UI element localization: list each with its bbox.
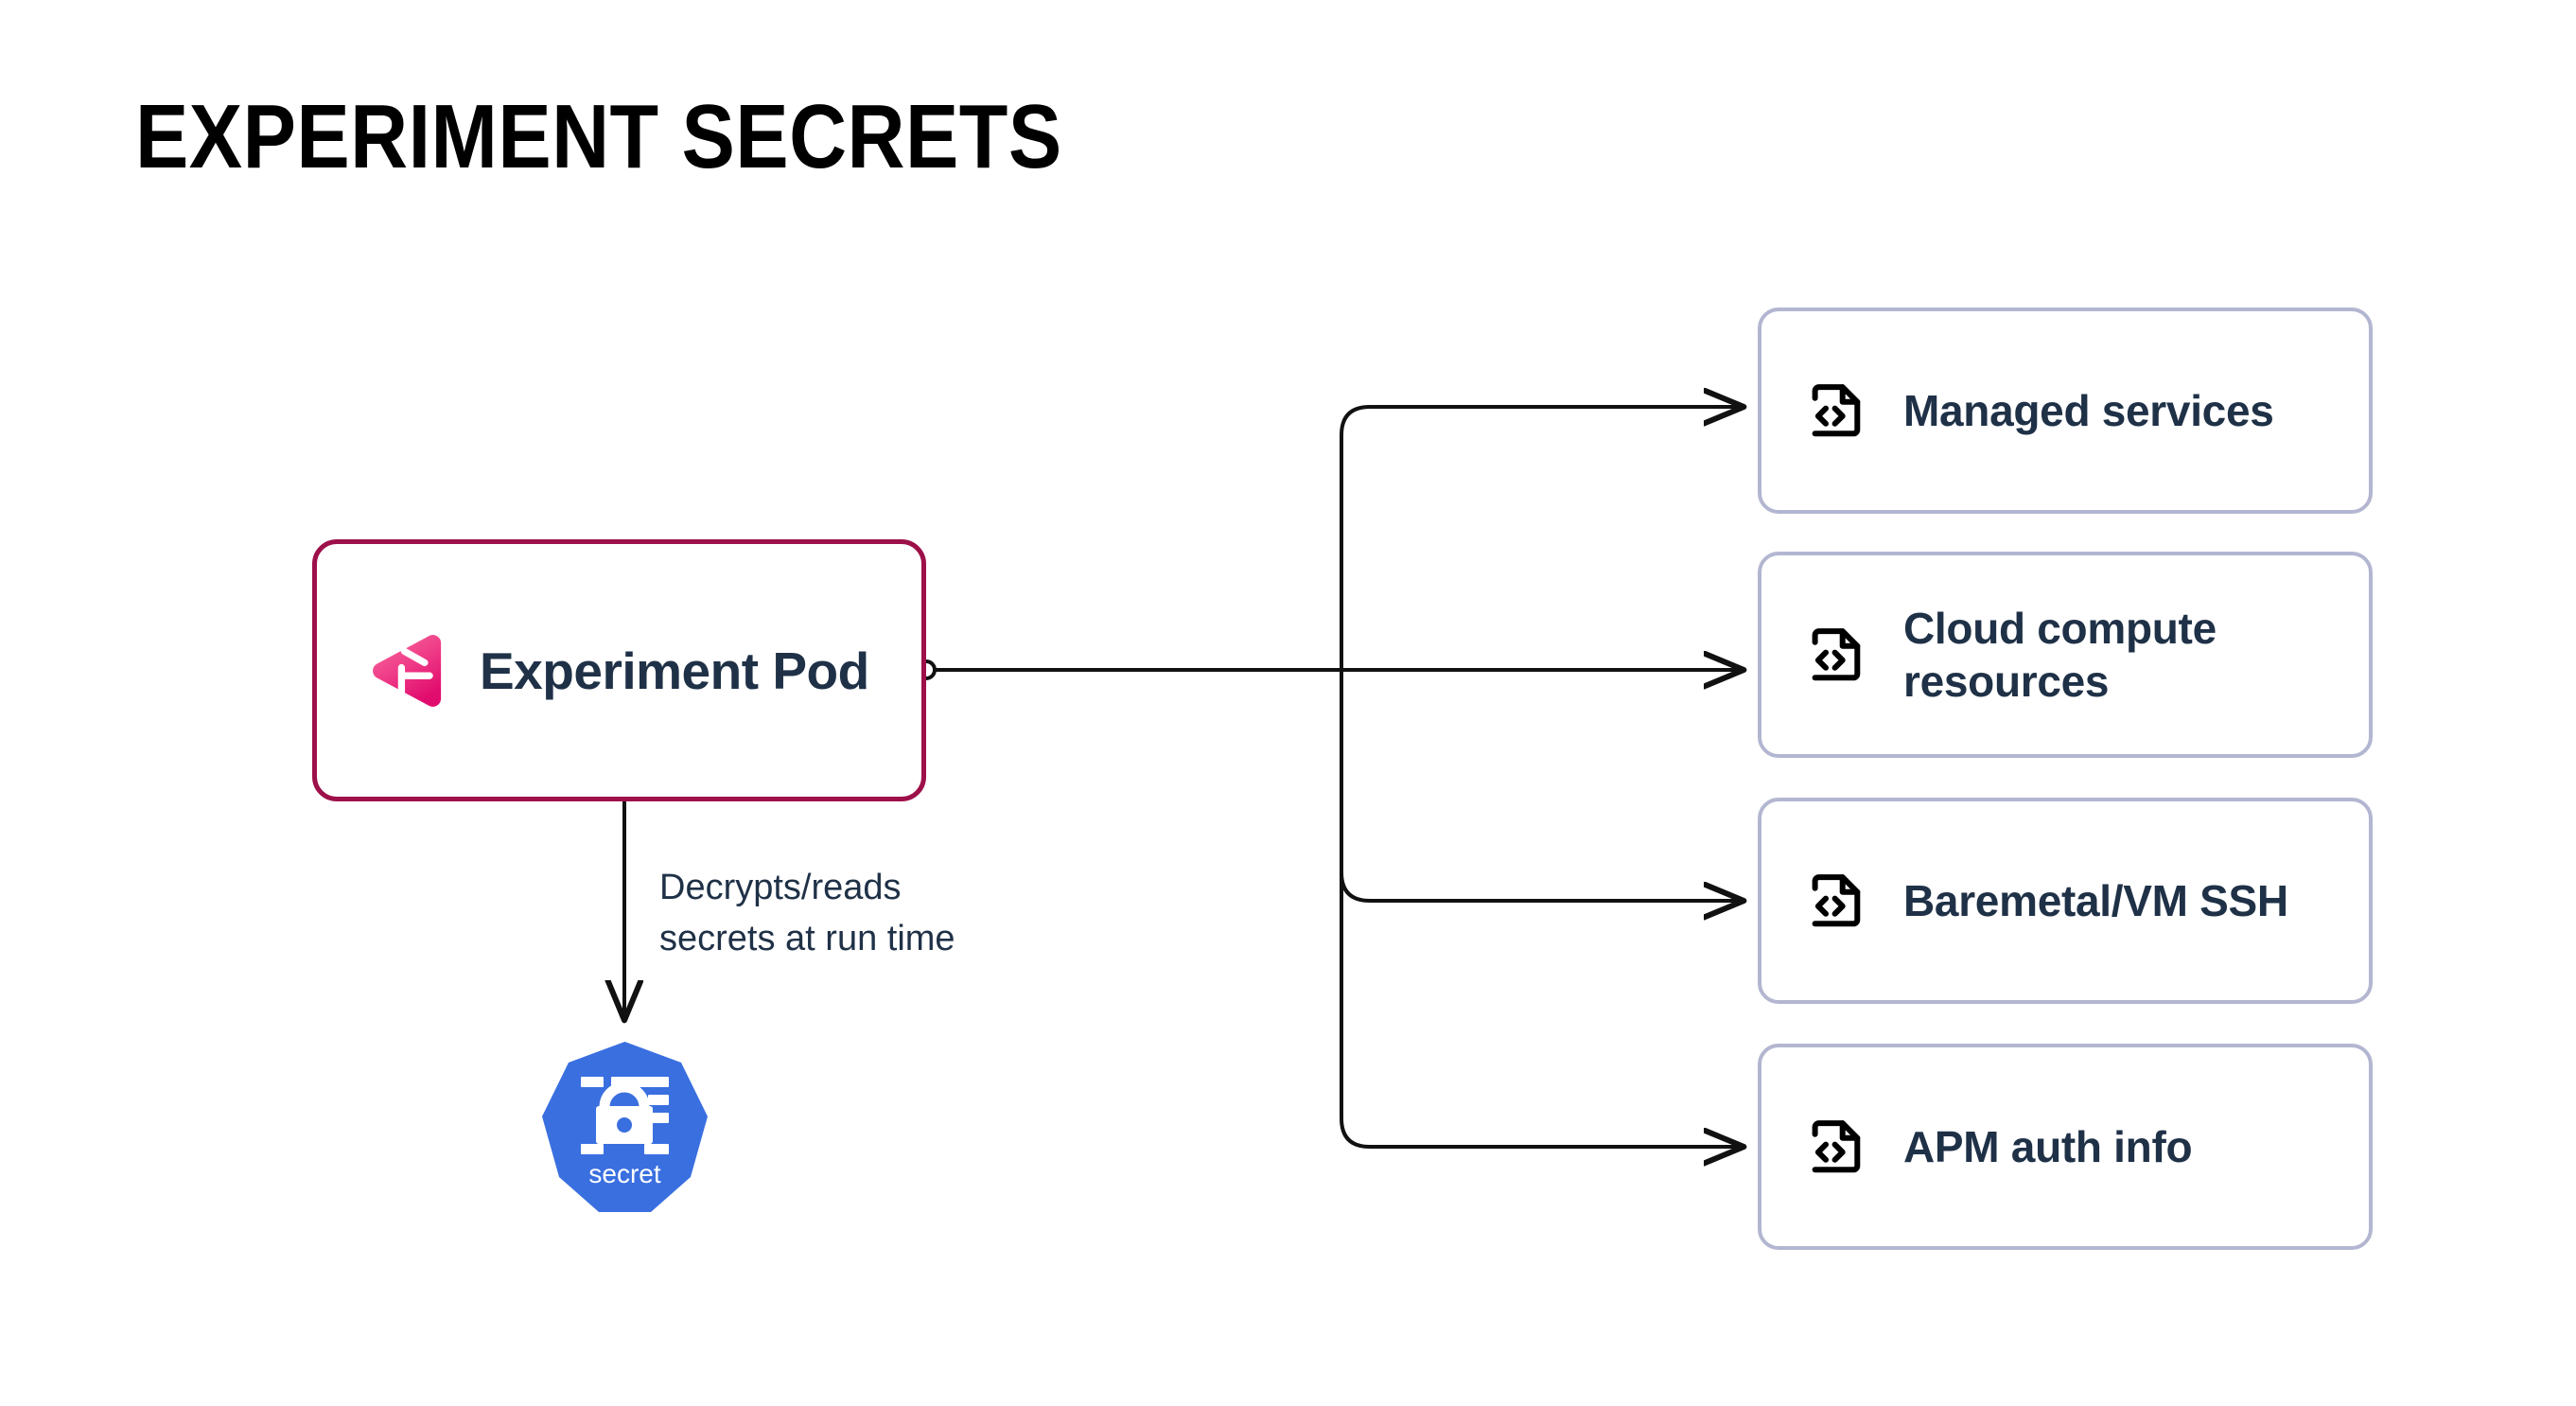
- connector-branch-managed-services: [1340, 407, 1744, 672]
- target-card-label: APM auth info: [1903, 1121, 2193, 1171]
- kubernetes-secret-icon: secret: [542, 1042, 708, 1212]
- target-card-apm-auth-info[interactable]: APM auth info: [1758, 1044, 2373, 1250]
- experiment-pod-node[interactable]: Experiment Pod: [312, 539, 926, 801]
- target-card-baremetal-vm-ssh[interactable]: Baremetal/VM SSH: [1758, 798, 2373, 1004]
- kubernetes-secret-node[interactable]: secret: [537, 1039, 712, 1219]
- connector-branch-apm-auth: [1340, 668, 1744, 1147]
- secret-label: secret: [588, 1159, 660, 1188]
- code-file-icon: [1812, 384, 1861, 437]
- decrypt-annotation-line-2: secrets at run time: [659, 918, 955, 958]
- decrypt-annotation-line-1: Decrypts/reads: [659, 868, 902, 907]
- page-title: EXPERIMENT SECRETS: [135, 86, 1062, 187]
- code-file-icon: [1812, 1120, 1861, 1173]
- target-card-managed-services[interactable]: Managed services: [1758, 308, 2373, 514]
- connector-branch-baremetal-ssh: [1340, 668, 1744, 901]
- experiment-pod-label: Experiment Pod: [480, 641, 869, 700]
- target-card-label: Cloud compute resources: [1903, 603, 2217, 706]
- code-file-icon: [1812, 874, 1861, 927]
- decrypt-annotation: Decrypts/reads secrets at run time: [659, 863, 1057, 965]
- code-file-icon: [1812, 628, 1861, 681]
- target-card-label: Baremetal/VM SSH: [1903, 875, 2288, 925]
- target-card-cloud-compute[interactable]: Cloud compute resources: [1758, 552, 2373, 758]
- gremlin-logo-icon: [373, 634, 442, 707]
- target-card-label: Managed services: [1903, 385, 2274, 435]
